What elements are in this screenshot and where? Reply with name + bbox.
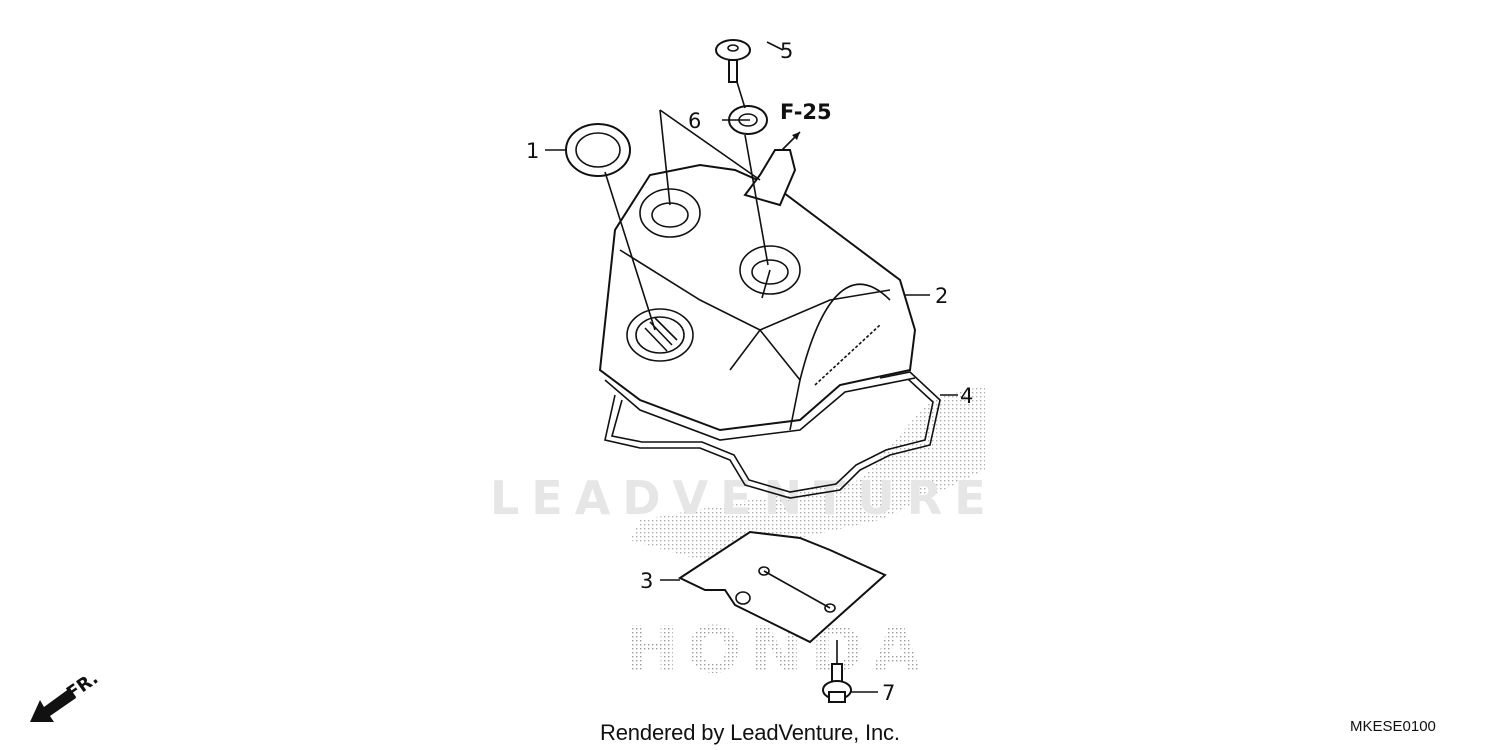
front-arrow-icon: FR.: [30, 668, 102, 722]
callout-2[interactable]: 2: [935, 284, 948, 308]
callout-4[interactable]: 4: [960, 384, 973, 408]
watermark-leadventure: LEADVENTURE: [490, 471, 998, 525]
flange-bolt-part: [822, 663, 852, 703]
head-cover: [598, 149, 917, 441]
callout-7[interactable]: 7: [882, 681, 895, 705]
watermark-honda: HONDA: [625, 614, 929, 688]
callout-6[interactable]: 6: [688, 109, 701, 133]
plate-part: [677, 530, 887, 644]
diagram-code: MKESE0100: [1350, 718, 1436, 735]
credit-text: Rendered by LeadVenture, Inc.: [600, 720, 900, 745]
callout-1[interactable]: 1: [526, 139, 539, 163]
reference-f25[interactable]: F-25: [780, 100, 832, 124]
bolt-part: [715, 39, 751, 83]
grommet-part: [565, 123, 631, 177]
callout-3[interactable]: 3: [640, 569, 653, 593]
gasket: [604, 371, 941, 499]
shading: [630, 385, 985, 560]
callout-5[interactable]: 5: [780, 39, 793, 63]
